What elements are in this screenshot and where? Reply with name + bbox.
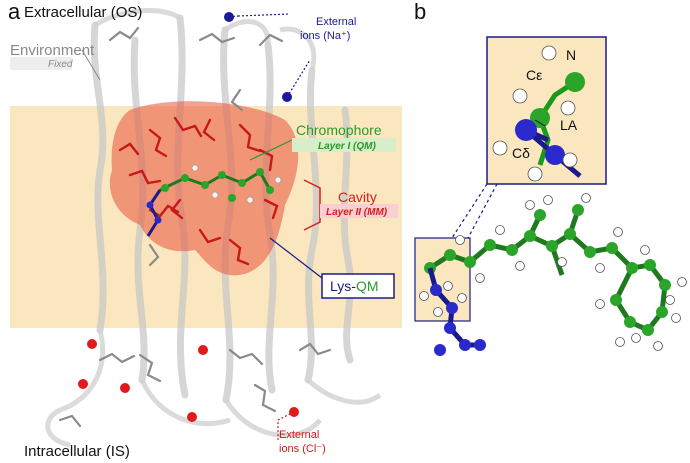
cavity-layer-label: Layer II (MM) [326,207,388,218]
environment-label: Environment [10,42,95,59]
atom-label-n: N [566,47,576,63]
panel-b: b N Cε LA Cδ [414,0,687,356]
panel-b-letter: b [414,0,426,24]
external-ions-top-line2: ions (Na⁺) [300,30,350,42]
lys-qm-box [321,273,395,299]
panel-a-letter: a [8,0,21,24]
extracellular-label: Extracellular (OS) [24,4,142,21]
lys-qm-suffix: QM [356,278,379,294]
chromophore-label: Chromophore [296,122,382,138]
lysine-chain [419,267,486,356]
external-ions-top-line1: External [316,16,356,28]
retinal-chain [424,193,687,351]
zoom-inset-molecule [492,45,585,182]
zoom-connector-upper [451,183,488,239]
external-ions-bottom-line2: ions (Cl⁻) [279,443,326,455]
zoom-source-box [414,237,471,322]
lys-qm-label: Lys-QM [330,278,379,294]
panel-a: a Extracellular (OS) Intracellular (IS) … [8,0,402,460]
sidechain-sticks [58,26,332,428]
lys-prefix: Lys- [330,278,356,294]
zoom-connector-lower [467,183,498,239]
atom-label-la: LA [560,117,578,133]
atom-label-c-delta: Cδ [512,145,530,161]
protein-loops [45,8,382,448]
cavity-label: Cavity [338,189,377,205]
cavity-label-bg [320,204,398,218]
external-ions-bottom-line1: External [279,429,319,441]
internal-ions [78,339,299,422]
chromophore-layer-label: Layer I (QM) [318,141,376,152]
environment-bg [10,57,72,70]
atom-label-c-epsilon: Cε [526,67,542,83]
chromophore-label-bg [292,138,396,152]
chromophore-molecule [159,164,282,204]
intracellular-label: Intracellular (IS) [24,443,130,460]
environment-sublabel: Fixed [48,59,73,70]
lysine-residue [146,189,162,237]
